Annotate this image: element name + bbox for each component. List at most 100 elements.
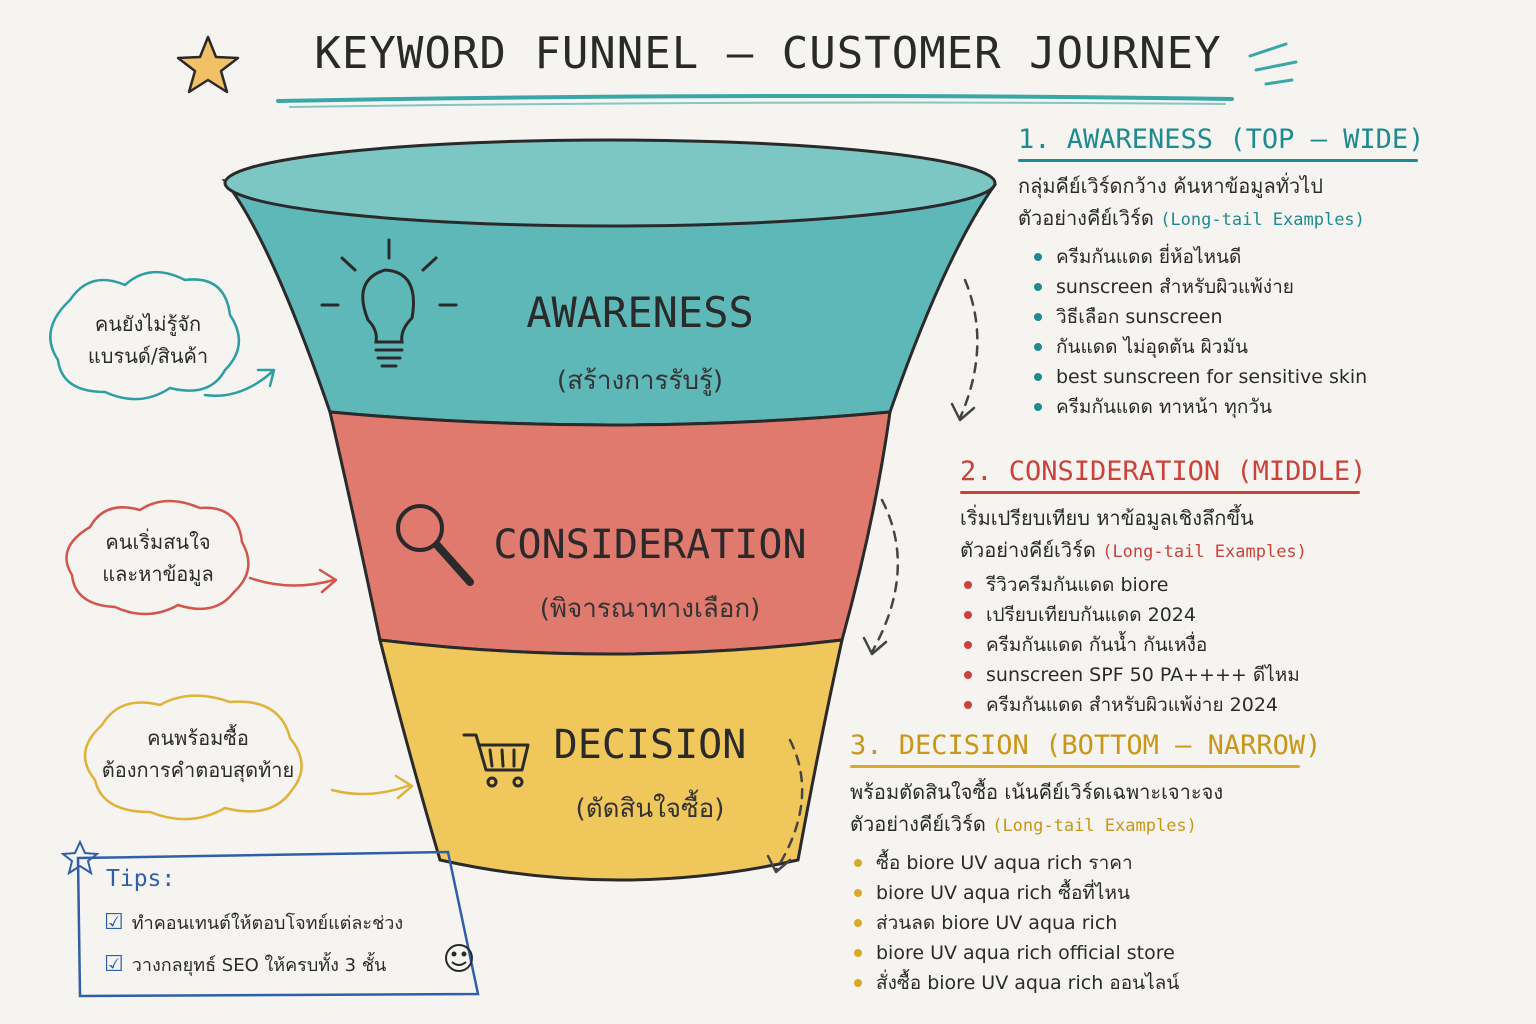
arrowhead-3 bbox=[766, 854, 792, 874]
section-consideration-examples: ตัวอย่างคีย์เวิร์ด (Long-tail Examples) bbox=[960, 534, 1366, 568]
callout-awareness-line2: แบรนด์/สินค้า bbox=[87, 344, 209, 368]
tips-box bbox=[76, 850, 480, 998]
callout-decision: คนพร้อมซื้อ ต้องการคำตอบสุดท้าย bbox=[92, 722, 304, 786]
list-item-text: sunscreen สำหรับผิวแพ้ง่าย bbox=[1056, 276, 1294, 298]
tips-item-text: วางกลยุทธ์ SEO ให้ครบทั้ง 3 ชั้น bbox=[131, 955, 387, 976]
funnel-subtitle-awareness: (สร้างการรับรู้) bbox=[556, 366, 724, 396]
callout-decision-line2: ต้องการคำตอบสุดท้าย bbox=[101, 758, 295, 782]
dashed-arrow-1 bbox=[958, 278, 979, 420]
funnel bbox=[221, 138, 998, 882]
tips-panel: Tips: ☑ ทำคอนเทนต์ให้ตอบโจทย์แต่ละช่วง ☑ ว… bbox=[76, 850, 476, 996]
section-decision-desc: พร้อมตัดสินใจซื้อ เน้นคีย์เวิร์ดเฉพาะเจา… bbox=[850, 780, 1224, 804]
funnel-title-consideration: CONSIDERATION bbox=[493, 522, 807, 568]
list-item-text: ซื้อ biore UV aqua rich ราคา bbox=[876, 852, 1133, 874]
section-awareness: 1. AWARENESS (TOP – WIDE) กลุ่มคีย์เวิร์… bbox=[1018, 124, 1424, 422]
arrow-awareness bbox=[203, 368, 276, 397]
callout-consideration: คนเริ่มสนใจ และหาข้อมูล bbox=[72, 526, 244, 590]
magnifier-icon bbox=[396, 504, 474, 586]
list-item-text: ครีมกันแดด ทาหน้า ทุกวัน bbox=[1056, 396, 1272, 418]
list-item-text: ส่วนลด biore UV aqua rich bbox=[876, 912, 1118, 934]
list-item-text: sunscreen SPF 50 PA++++ ดีไหม bbox=[986, 664, 1300, 686]
section-decision-examples-en: (Long-tail Examples) bbox=[992, 816, 1197, 836]
callout-decision-line1: คนพร้อมซื้อ bbox=[147, 726, 249, 750]
section-decision-rule bbox=[850, 765, 1300, 768]
funnel-subtitle-consideration: (พิจารณาทางเลือก) bbox=[539, 594, 761, 624]
list-item-text: ครีมกันแดด สำหรับผิวแพ้ง่าย 2024 bbox=[986, 694, 1278, 716]
title-underline-2 bbox=[289, 101, 1226, 108]
tips-star-icon bbox=[60, 839, 100, 876]
section-awareness-rule bbox=[1018, 159, 1418, 162]
list-item-text: กันแดด ไม่อุดตัน ผิวมัน bbox=[1056, 336, 1248, 358]
checkbox-checked-icon: ☑ bbox=[104, 910, 124, 935]
list-item: ครีมกันแดด สำหรับผิวแพ้ง่าย 2024 bbox=[960, 690, 1366, 720]
list-item: biore UV aqua rich ซื้อที่ไหน bbox=[850, 878, 1321, 908]
title-underline bbox=[276, 93, 1234, 103]
section-awareness-examples-en: (Long-tail Examples) bbox=[1160, 210, 1365, 230]
list-item: รีวิวครีมกันแดด biore bbox=[960, 570, 1366, 600]
list-item-text: เปรียบเทียบกันแดด 2024 bbox=[986, 604, 1196, 626]
section-decision-heading: 3. DECISION (BOTTOM – NARROW) bbox=[850, 730, 1322, 761]
page-title: KEYWORD FUNNEL – CUSTOMER JOURNEY bbox=[314, 28, 1222, 79]
cloud-consideration bbox=[65, 499, 250, 616]
section-consideration-list: รีวิวครีมกันแดด biore เปรียบเทียบกันแดด … bbox=[960, 570, 1366, 720]
tips-item: ☑ ทำคอนเทนต์ให้ตอบโจทย์แต่ละช่วง bbox=[104, 908, 403, 937]
section-decision: 3. DECISION (BOTTOM – NARROW) พร้อมตัดสิ… bbox=[850, 730, 1321, 998]
arrowhead-1 bbox=[950, 402, 976, 422]
list-item: ครีมกันแดด ทาหน้า ทุกวัน bbox=[1030, 392, 1424, 422]
list-item-text: ครีมกันแดด กันน้ำ กันเหงื่อ bbox=[986, 634, 1208, 656]
funnel-rim bbox=[223, 138, 997, 228]
section-awareness-heading: 1. AWARENESS (TOP – WIDE) bbox=[1018, 124, 1425, 155]
section-decision-examples-th: ตัวอย่างคีย์เวิร์ด bbox=[850, 812, 986, 836]
callout-awareness-line1: คนยังไม่รู้จัก bbox=[94, 312, 202, 336]
funnel-title-awareness: AWARENESS bbox=[526, 288, 754, 337]
list-item: สั่งซื้อ biore UV aqua rich ออนไลน์ bbox=[850, 968, 1321, 998]
callout-awareness: คนยังไม่รู้จัก แบรนด์/สินค้า bbox=[58, 308, 238, 372]
section-consideration: 2. CONSIDERATION (MIDDLE) เริ่มเปรียบเที… bbox=[960, 456, 1366, 720]
list-item: biore UV aqua rich official store bbox=[850, 938, 1321, 968]
list-item: ครีมกันแดด ยี่ห้อไหนดี bbox=[1030, 242, 1424, 272]
tips-item-text: ทำคอนเทนต์ให้ตอบโจทย์แต่ละช่วง bbox=[131, 913, 404, 934]
callout-consideration-line2: และหาข้อมูล bbox=[102, 562, 214, 586]
checkbox-checked-icon: ☑ bbox=[104, 952, 124, 977]
arrow-decision bbox=[330, 774, 414, 800]
arrowhead-2 bbox=[862, 636, 888, 656]
tips-label: Tips: bbox=[106, 866, 176, 892]
section-consideration-heading: 2. CONSIDERATION (MIDDLE) bbox=[960, 456, 1367, 487]
funnel-subtitle-decision: (ตัดสินใจซื้อ) bbox=[575, 794, 725, 824]
list-item: เปรียบเทียบกันแดด 2024 bbox=[960, 600, 1366, 630]
list-item-text: biore UV aqua rich ซื้อที่ไหน bbox=[876, 882, 1130, 904]
cloud-awareness bbox=[49, 270, 241, 401]
list-item: best sunscreen for sensitive skin bbox=[1030, 362, 1424, 392]
dashed-arrow-2 bbox=[870, 498, 900, 654]
list-item-text: ครีมกันแดด ยี่ห้อไหนดี bbox=[1056, 246, 1242, 268]
section-awareness-list: ครีมกันแดด ยี่ห้อไหนดี sunscreen สำหรับผ… bbox=[1030, 242, 1424, 422]
star-icon bbox=[176, 35, 240, 94]
list-item: sunscreen SPF 50 PA++++ ดีไหม bbox=[960, 660, 1366, 690]
cart-icon bbox=[462, 733, 530, 788]
sparkle-lines bbox=[1248, 42, 1298, 86]
section-awareness-examples: ตัวอย่างคีย์เวิร์ด (Long-tail Examples) bbox=[1018, 202, 1424, 236]
list-item-text: สั่งซื้อ biore UV aqua rich ออนไลน์ bbox=[876, 972, 1180, 994]
section-consideration-examples-en: (Long-tail Examples) bbox=[1102, 542, 1307, 562]
list-item-text: วิธีเลือก sunscreen bbox=[1056, 306, 1223, 328]
section-consideration-desc: เริ่มเปรียบเทียบ หาข้อมูลเชิงลึกขึ้น bbox=[960, 506, 1254, 530]
funnel-band-decision bbox=[378, 638, 844, 882]
section-awareness-desc: กลุ่มคีย์เวิร์ดกว้าง ค้นหาข้อมูลทั่วไป bbox=[1018, 174, 1323, 198]
lightbulb-icon bbox=[320, 238, 458, 368]
list-item: ส่วนลด biore UV aqua rich bbox=[850, 908, 1321, 938]
list-item-text: biore UV aqua rich official store bbox=[876, 942, 1175, 964]
list-item: sunscreen สำหรับผิวแพ้ง่าย bbox=[1030, 272, 1424, 302]
tips-item: ☑ วางกลยุทธ์ SEO ให้ครบทั้ง 3 ชั้น bbox=[104, 950, 386, 979]
section-decision-list: ซื้อ biore UV aqua rich ราคา biore UV aq… bbox=[850, 848, 1321, 998]
list-item: ซื้อ biore UV aqua rich ราคา bbox=[850, 848, 1321, 878]
funnel-title-decision: DECISION bbox=[553, 722, 747, 768]
list-item: วิธีเลือก sunscreen bbox=[1030, 302, 1424, 332]
section-decision-examples: ตัวอย่างคีย์เวิร์ด (Long-tail Examples) bbox=[850, 808, 1321, 842]
list-item-text: รีวิวครีมกันแดด biore bbox=[986, 574, 1169, 596]
list-item: ครีมกันแดด กันน้ำ กันเหงื่อ bbox=[960, 630, 1366, 660]
smiley-icon bbox=[445, 944, 473, 972]
dashed-arrow-3 bbox=[774, 738, 804, 872]
section-awareness-examples-th: ตัวอย่างคีย์เวิร์ด bbox=[1018, 206, 1154, 230]
arrow-consideration bbox=[248, 568, 338, 594]
